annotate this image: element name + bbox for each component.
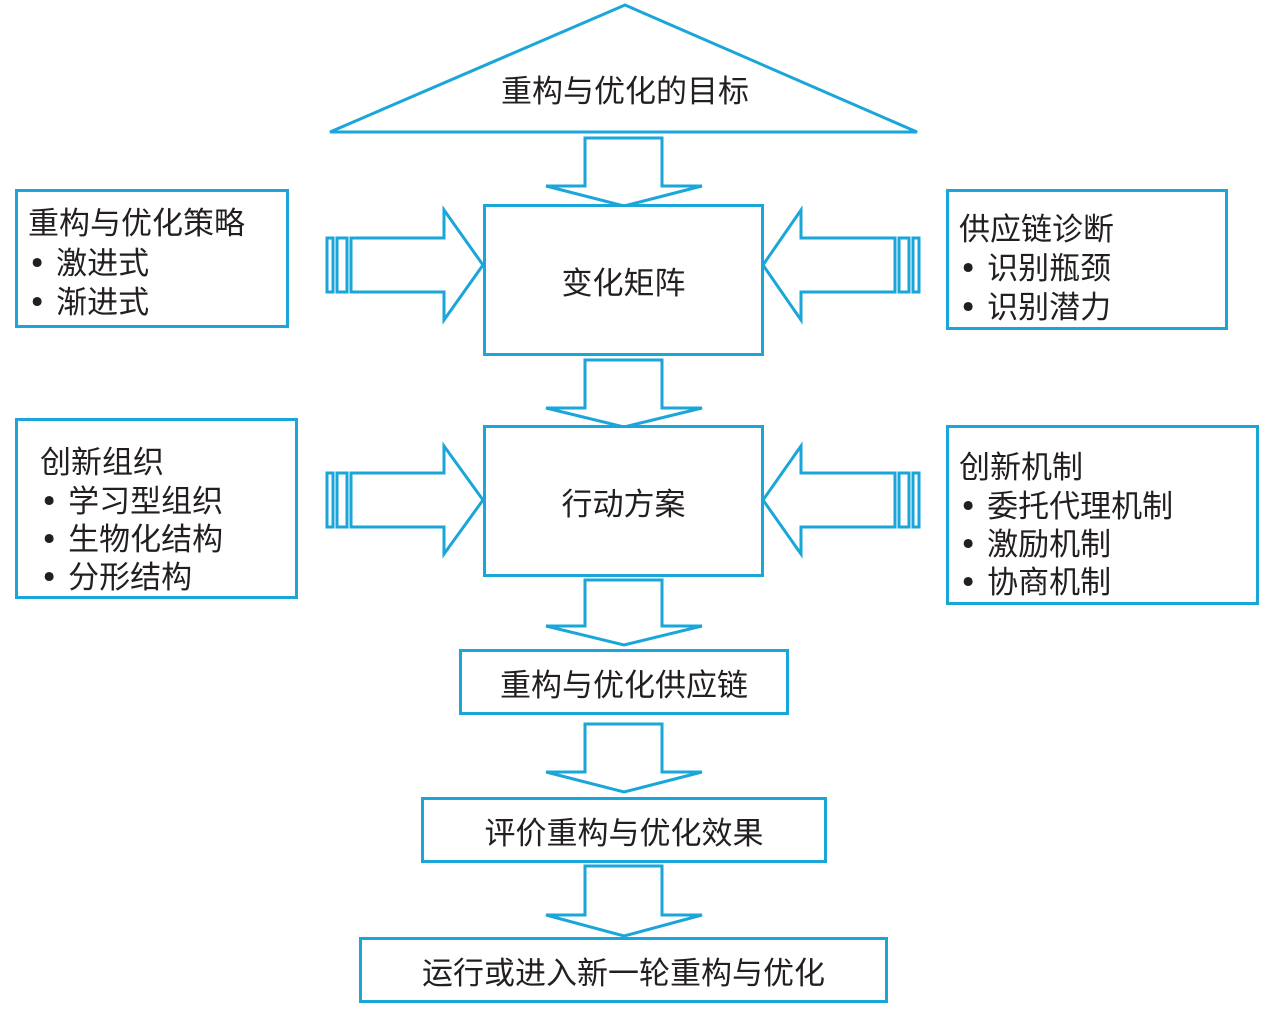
arrow-action-to-result (545, 578, 703, 647)
arrow-mechanism-to-action (761, 441, 921, 559)
arrow-result-to-evaluate (545, 722, 703, 794)
goal-triangle (329, 3, 918, 134)
organization-box: 创新组织 • 学习型组织 • 生物化结构 • 分形结构 (15, 418, 298, 599)
next-box: 运行或进入新一轮重构与优化 (359, 937, 888, 1003)
result-box: 重构与优化供应链 (459, 649, 789, 715)
organization-item-1: • 学习型组织 (40, 484, 224, 520)
organization-title: 创新组织 (40, 445, 164, 481)
strategy-item-2: • 渐进式 (28, 285, 150, 321)
result-label: 重构与优化供应链 (500, 667, 748, 704)
diagnosis-item-2: • 识别潜力 (959, 290, 1112, 326)
organization-item-2: • 生物化结构 (40, 522, 224, 558)
strategy-item-1: • 激进式 (28, 246, 150, 282)
organization-item-3: • 分形结构 (40, 560, 193, 596)
matrix-box: 变化矩阵 (483, 204, 764, 356)
mechanism-box: 创新机制 • 委托代理机制 • 激励机制 • 协商机制 (946, 425, 1259, 605)
mechanism-item-1: • 委托代理机制 (959, 489, 1174, 525)
action-label: 行动方案 (561, 486, 686, 523)
evaluate-box: 评价重构与优化效果 (421, 797, 827, 863)
mechanism-item-2: • 激励机制 (959, 527, 1112, 563)
arrow-organization-to-action (325, 441, 485, 559)
strategy-title: 重构与优化策略 (28, 206, 245, 242)
strategy-box: 重构与优化策略 • 激进式 • 渐进式 (15, 189, 289, 328)
mechanism-item-3: • 协商机制 (959, 565, 1112, 601)
arrow-strategy-to-matrix (325, 205, 485, 325)
diagnosis-item-1: • 识别瓶颈 (959, 251, 1112, 287)
next-label: 运行或进入新一轮重构与优化 (422, 955, 825, 992)
matrix-label: 变化矩阵 (561, 265, 686, 302)
arrow-goal-to-matrix (545, 136, 703, 208)
action-box: 行动方案 (483, 425, 764, 577)
arrow-diagnosis-to-matrix (761, 205, 921, 325)
arrow-evaluate-to-next (545, 864, 703, 938)
goal-label: 重构与优化的目标 (501, 73, 749, 110)
evaluate-label: 评价重构与优化效果 (484, 815, 764, 852)
diagnosis-box: 供应链诊断 • 识别瓶颈 • 识别潜力 (946, 189, 1228, 330)
arrow-matrix-to-action (545, 358, 703, 429)
diagnosis-title: 供应链诊断 (959, 212, 1114, 248)
mechanism-title: 创新机制 (959, 450, 1083, 486)
